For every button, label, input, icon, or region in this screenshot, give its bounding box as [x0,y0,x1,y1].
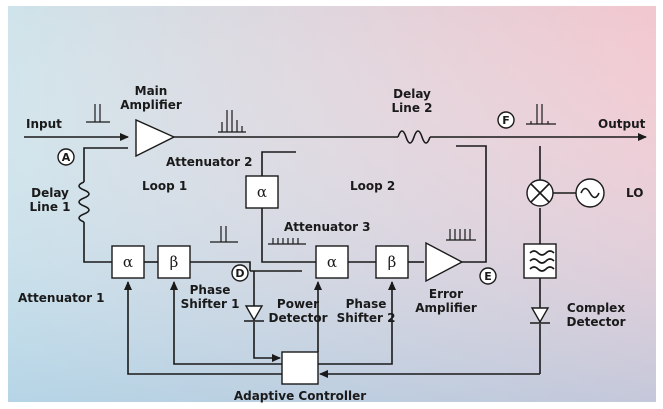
loop-1-label: Loop 1 [142,179,187,193]
phase-shifter-1-label-line2: Shifter 1 [181,297,240,311]
attenuator-1-label: Attenuator 1 [18,291,105,305]
delay-line-2-coil [397,130,431,144]
controller-to-phase-shifter-1 [170,281,284,365]
delay-line-1-out [83,222,112,263]
phase-shifter-1-block [157,245,191,279]
filter-wave-3 [529,266,555,272]
controller-to-phase-shifter-2 [318,281,396,365]
loop-2-label: Loop 2 [350,179,395,193]
spectrum-attenuator-3 [268,238,306,245]
attenuator-2-block [245,175,279,209]
input-coupler-branch [83,147,128,182]
adaptive-controller-block [281,351,319,385]
delay-line-1-coil [78,181,90,223]
point-f-label: F [502,114,510,127]
point-d-marker [231,264,249,282]
spectrum-attenuator-2 [210,226,238,243]
ps1-to-coupler [190,261,251,271]
attenuator-2-to-loop [261,207,316,263]
phase-shifter-1-label-line1: Phase [190,283,231,297]
output-label: Output [598,117,646,131]
error-amplifier-triangle [425,241,464,283]
power-detector-label-line2: Detector [269,311,328,325]
main-amplifier-label-line1: Main [135,84,168,98]
background-shade [8,6,656,402]
attenuator-2-label: Attenuator 2 [166,155,253,169]
error-amplifier-label-line1: Error [429,287,463,301]
spectrum-output [526,104,556,125]
phase-shifter-1-symbol: β [170,253,179,271]
point-e-marker [479,267,497,285]
filter-wave-1 [529,250,555,256]
attenuator-2-symbol: α [257,183,267,201]
spectrum-input [86,104,110,123]
phase-shifter-2-block [375,245,409,279]
lo-sine-icon [580,187,600,199]
attenuator-3-label: Attenuator 3 [284,220,371,234]
delay-line-2-label-line2: Line 2 [392,101,433,115]
power-detector-label-line1: Power [277,297,319,311]
delay-line-2-label-line1: Delay [393,87,431,101]
filter-wave-2 [529,258,555,264]
main-amplifier-triangle [135,118,176,158]
complex-detector-diode [530,307,550,324]
lo-label: LO [626,186,643,200]
attenuator-3-block [315,245,349,279]
main-amplifier-label-line2: Amplifier [120,98,182,112]
phase-shifter-2-symbol: β [388,253,397,271]
bandpass-filter-block [523,243,557,279]
delay-line-1-label-line1: Delay [31,186,69,200]
point-e-label: E [484,270,492,283]
attenuator-1-symbol: α [123,253,133,271]
spectrum-main-amp-output [218,110,246,133]
power-detector-diode [244,305,264,322]
power-detector-to-controller [253,322,281,362]
error-amplifier-label-line2: Amplifier [415,301,477,315]
point-f-marker [497,111,515,129]
controller-to-attenuator-1 [124,281,282,375]
complex-detector-label-line1: Complex [567,301,625,315]
input-label: Input [26,117,62,131]
attenuator-3-symbol: α [327,253,337,271]
phase-shifter-2-label-line2: Shifter 2 [337,311,396,325]
complex-detector-label-line2: Detector [567,315,626,329]
point-a-label: A [62,151,71,164]
attenuator-2-tap [261,151,296,176]
point-a-marker [57,148,75,166]
mixer-cross-b [530,183,550,203]
spectrum-error-amp-output [446,229,476,241]
delay-line-1-label-line2: Line 1 [30,200,71,214]
phase-shifter-2-label-line1: Phase [346,297,387,311]
adaptive-controller-label: Adaptive Controller [234,389,366,403]
attenuator-1-block [111,245,145,279]
error-amplifier-output [456,145,487,263]
point-d-label: D [235,267,244,280]
